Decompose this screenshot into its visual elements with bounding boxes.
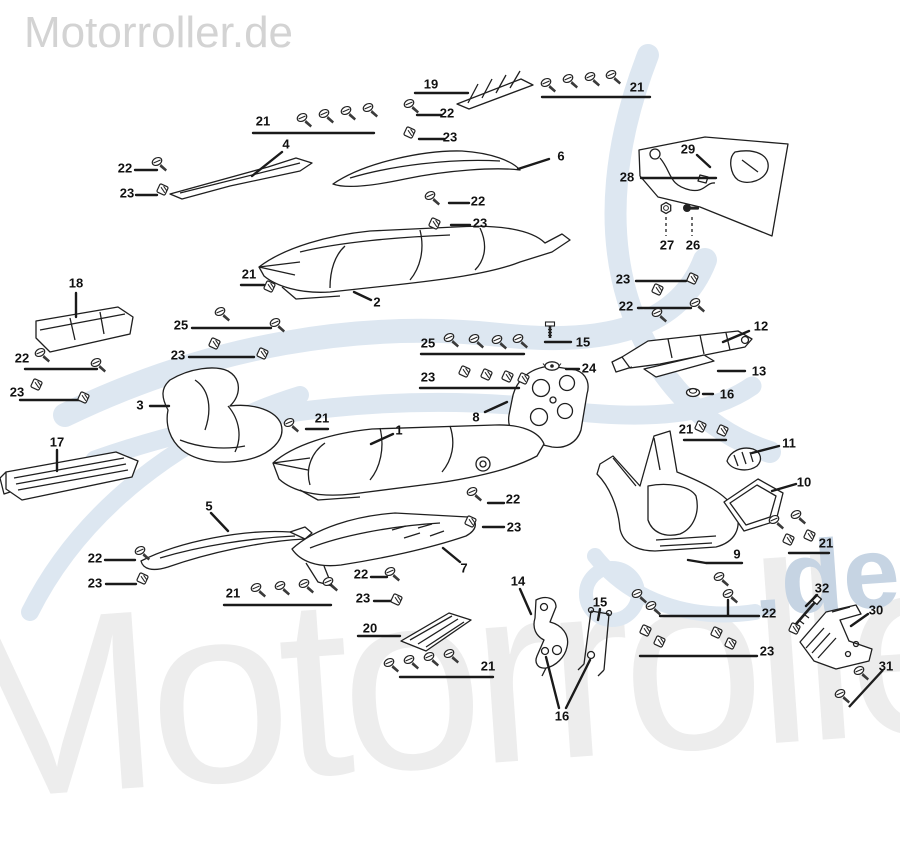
callout-25: 25 <box>420 335 436 351</box>
callout-23: 23 <box>506 519 522 535</box>
part-18-floor-panel <box>35 306 134 353</box>
part-4-trim-strip <box>169 157 313 200</box>
callout-30: 30 <box>868 602 884 618</box>
callout-11: 11 <box>782 435 796 451</box>
callout-22: 22 <box>761 605 777 621</box>
part-9-rear-center-fairing <box>596 430 739 552</box>
callout-18: 18 <box>68 275 84 291</box>
callout-27: 27 <box>659 237 675 253</box>
callout-23: 23 <box>119 185 135 201</box>
callout-21: 21 <box>629 79 645 95</box>
callout-19: 19 <box>423 76 439 92</box>
callout-14: 14 <box>510 573 526 589</box>
callout-9: 9 <box>733 546 741 562</box>
callout-17: 17 <box>49 434 65 450</box>
callout-28: 28 <box>619 169 635 185</box>
callout-15: 15 <box>575 334 591 350</box>
callout-22: 22 <box>87 550 103 566</box>
callout-32: 32 <box>814 580 830 596</box>
callout-20: 20 <box>362 620 378 636</box>
part-12-bracket-rail <box>611 330 753 373</box>
part-31-screw-set <box>848 669 884 708</box>
part-13-plate <box>643 354 715 378</box>
callout-4: 4 <box>282 136 290 152</box>
callout-25: 25 <box>173 317 189 333</box>
diagram-page: Motorroller Motorroller.de .de <box>0 8 900 855</box>
part-2-body-fairing <box>258 225 571 300</box>
part-16-mount-nuts <box>540 646 596 660</box>
part-20-vent-grille-small <box>400 612 472 652</box>
callout-21: 21 <box>480 658 496 674</box>
callout-13: 13 <box>751 363 767 379</box>
callout-21: 21 <box>818 535 834 551</box>
callout-23: 23 <box>9 384 25 400</box>
callout-23: 23 <box>472 215 488 231</box>
callout-8: 8 <box>472 409 480 425</box>
callout-12: 12 <box>753 318 769 334</box>
part-5-side-trim-blade <box>140 526 313 571</box>
callout-22: 22 <box>14 350 30 366</box>
callout-15: 15 <box>592 594 608 610</box>
callout-29: 29 <box>680 141 696 157</box>
callout-26: 26 <box>685 237 701 253</box>
brand-logo: Motorroller.de <box>24 8 294 57</box>
part-3-front-lower-cover <box>162 367 283 463</box>
part-7-side-panel <box>291 512 476 587</box>
callout-22: 22 <box>505 491 521 507</box>
callout-5: 5 <box>205 498 213 514</box>
callout-1: 1 <box>395 422 403 438</box>
callout-3: 3 <box>136 397 144 413</box>
callout-23: 23 <box>442 129 458 145</box>
part-28-29-lock-set-panel <box>638 136 789 237</box>
part-30-license-bracket <box>799 604 873 670</box>
callout-21: 21 <box>241 266 257 282</box>
callout-2: 2 <box>373 294 381 310</box>
callout-10: 10 <box>796 474 812 490</box>
part-19-vent-grille <box>456 70 534 110</box>
callout-23: 23 <box>87 575 103 591</box>
part-10-battery-cover-plate <box>723 478 784 532</box>
callout-21: 21 <box>678 421 694 437</box>
callout-16: 16 <box>554 708 570 724</box>
callout-22: 22 <box>117 160 133 176</box>
callout-6: 6 <box>557 148 565 164</box>
callout-24: 24 <box>581 360 597 376</box>
leader-lines <box>18 91 870 710</box>
callout-7: 7 <box>460 560 468 576</box>
callout-21: 21 <box>255 113 271 129</box>
callout-23: 23 <box>355 590 371 606</box>
callout-22: 22 <box>470 193 486 209</box>
callout-22: 22 <box>353 566 369 582</box>
callout-23: 23 <box>759 643 775 659</box>
part-17-radiator-grille <box>0 451 139 501</box>
part-1-body-fairing-lower <box>272 424 545 501</box>
callout-21: 21 <box>314 410 330 426</box>
callout-23: 23 <box>420 369 436 385</box>
part-6-upper-fairing <box>332 150 521 188</box>
callout-16: 16 <box>719 386 735 402</box>
callout-23: 23 <box>170 347 186 363</box>
callout-23: 23 <box>615 271 631 287</box>
callout-22: 22 <box>439 105 455 121</box>
callout-31: 31 <box>878 658 894 674</box>
parts-diagram-canvas <box>0 44 884 710</box>
callout-21: 21 <box>225 585 241 601</box>
callout-22: 22 <box>618 298 634 314</box>
